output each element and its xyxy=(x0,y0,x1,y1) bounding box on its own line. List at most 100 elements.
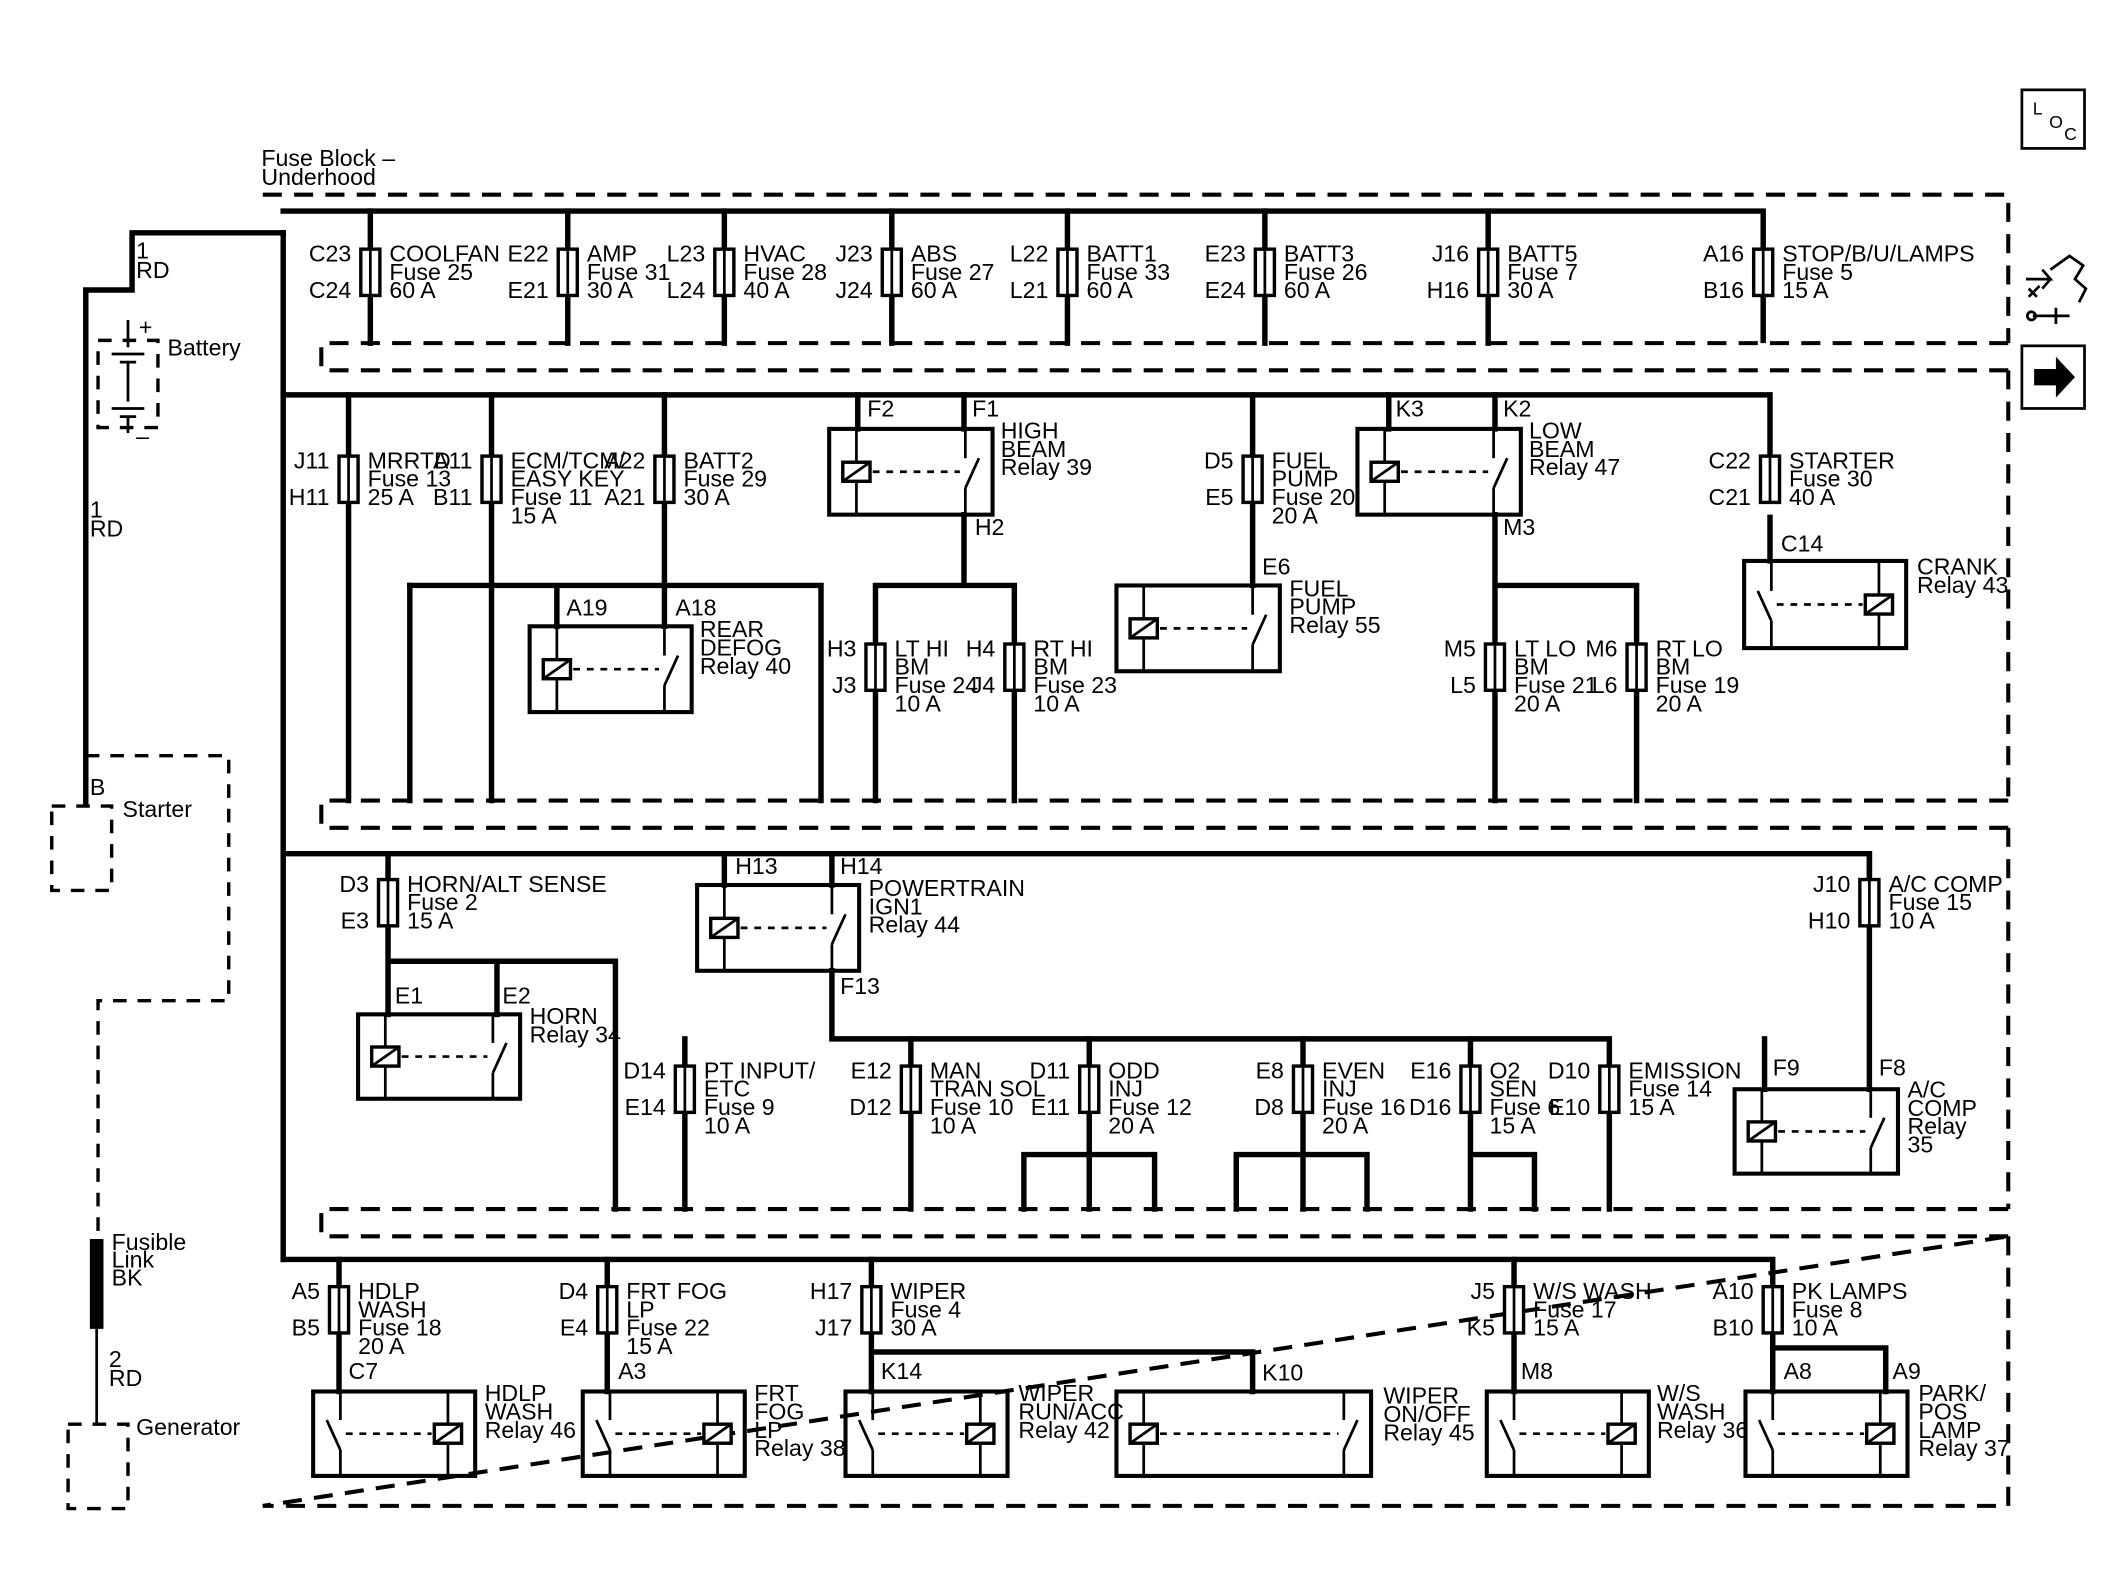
svg-text:–: – xyxy=(136,423,149,449)
fuse-pin-top: E22 xyxy=(508,240,549,266)
fuse-pin-top: D5 xyxy=(1204,447,1234,473)
fuse-pin-top: E12 xyxy=(851,1057,892,1083)
fuse-label: 10 A xyxy=(1888,908,1935,934)
fuse-label: BM xyxy=(1514,654,1549,680)
fuse-pin-top: H4 xyxy=(966,635,996,661)
relay-label: PUMP xyxy=(1289,594,1356,620)
relay-label: BEAM xyxy=(1529,436,1595,462)
fuse-label: 10 A xyxy=(895,690,942,716)
relay-label: 35 xyxy=(1908,1132,1934,1158)
fuse-label: 20 A xyxy=(358,1333,405,1359)
fuse-pin-bottom: D12 xyxy=(849,1094,891,1120)
fuse-pin-top: E23 xyxy=(1205,240,1246,266)
fuse-pin-top: J16 xyxy=(1432,240,1469,266)
relay-label: Relay 44 xyxy=(869,912,960,938)
fuse-label: WASH xyxy=(358,1296,427,1322)
relay-label: WASH xyxy=(1657,1398,1726,1424)
fuse-pin-bottom: A21 xyxy=(604,484,645,510)
relay-pin: H2 xyxy=(975,514,1005,540)
fuse-label: LT LO xyxy=(1514,635,1576,661)
fuse-label: Fuse 5 xyxy=(1782,259,1853,285)
fuse-label: 20 A xyxy=(1322,1112,1369,1138)
fuse-label: ECM/TCM/ xyxy=(511,447,626,473)
fuse-label: HORN/ALT SENSE xyxy=(407,871,607,897)
svg-text:RD: RD xyxy=(90,515,123,541)
fuse-label: LP xyxy=(626,1296,654,1322)
fuse-label: MAN xyxy=(930,1057,981,1083)
fuse-label: O2 xyxy=(1490,1057,1521,1083)
fuse-pin-bottom: E5 xyxy=(1205,484,1233,510)
fuse-pin-top: C22 xyxy=(1709,447,1751,473)
fuse-label: Fuse 28 xyxy=(743,259,827,285)
relay-label: REAR xyxy=(700,616,764,642)
relay-label: IGN1 xyxy=(869,893,923,919)
fuse-label: Fuse 12 xyxy=(1108,1094,1192,1120)
fuse-pin-bottom: J3 xyxy=(832,672,856,698)
relay-pin: F8 xyxy=(1879,1055,1906,1081)
fuse-pin-top: A11 xyxy=(433,447,472,473)
fuse-label: STARTER xyxy=(1789,447,1895,473)
fuse-label: 15 A xyxy=(1628,1094,1675,1120)
fuse-label: 20 A xyxy=(1108,1112,1155,1138)
fuse-label: 60 A xyxy=(1087,277,1134,303)
svg-text:+: + xyxy=(139,314,153,340)
relay-label: Relay 39 xyxy=(1001,454,1092,480)
relay-label: WIPER xyxy=(1383,1383,1459,1409)
fuse-label: 40 A xyxy=(743,277,790,303)
relay-pin: A8 xyxy=(1784,1358,1812,1384)
fuse-pin-top: M6 xyxy=(1585,635,1617,661)
fuse-label: RT HI xyxy=(1033,635,1093,661)
fuse-pin-bottom: H11 xyxy=(289,484,330,510)
relay-label: Relay 37 xyxy=(1918,1435,2009,1461)
loc-icon[interactable]: L O C xyxy=(2020,88,2086,150)
relay-label: LAMP xyxy=(1918,1417,1981,1443)
svg-text:1: 1 xyxy=(90,496,103,522)
relay-pin: F1 xyxy=(972,396,999,422)
relay-label: Relay xyxy=(1908,1113,1968,1139)
fuse-pin-bottom: E24 xyxy=(1205,277,1246,303)
relay-label: Relay 46 xyxy=(485,1417,576,1443)
component-locator-icon[interactable] xyxy=(2025,254,2088,325)
fuse-label: BATT3 xyxy=(1284,240,1354,266)
fuse-label: 60 A xyxy=(389,277,436,303)
fuse-pin-top: D3 xyxy=(339,871,369,897)
relay-pin: K2 xyxy=(1503,396,1531,422)
fuse-pin-bottom: E4 xyxy=(560,1315,588,1341)
relay-pin: K10 xyxy=(1262,1360,1303,1386)
relay-label: W/S xyxy=(1657,1380,1701,1406)
fuse-pin-bottom: J4 xyxy=(971,672,996,698)
relay-pin: H14 xyxy=(840,853,883,879)
fuse-label: INJ xyxy=(1322,1076,1357,1102)
fuse-label: 20 A xyxy=(1514,690,1561,716)
relay-label: Relay 55 xyxy=(1289,612,1380,638)
relay-pin: C14 xyxy=(1781,530,1824,556)
next-page-arrow-icon[interactable] xyxy=(2020,344,2086,410)
relay-label: CRANK xyxy=(1917,554,1999,580)
fuse-label: Fuse 27 xyxy=(911,259,995,285)
svg-text:1: 1 xyxy=(136,238,149,264)
generator-label: Generator xyxy=(136,1414,240,1440)
fuse-label: 30 A xyxy=(587,277,634,303)
fuse-label: Fuse 25 xyxy=(389,259,473,285)
